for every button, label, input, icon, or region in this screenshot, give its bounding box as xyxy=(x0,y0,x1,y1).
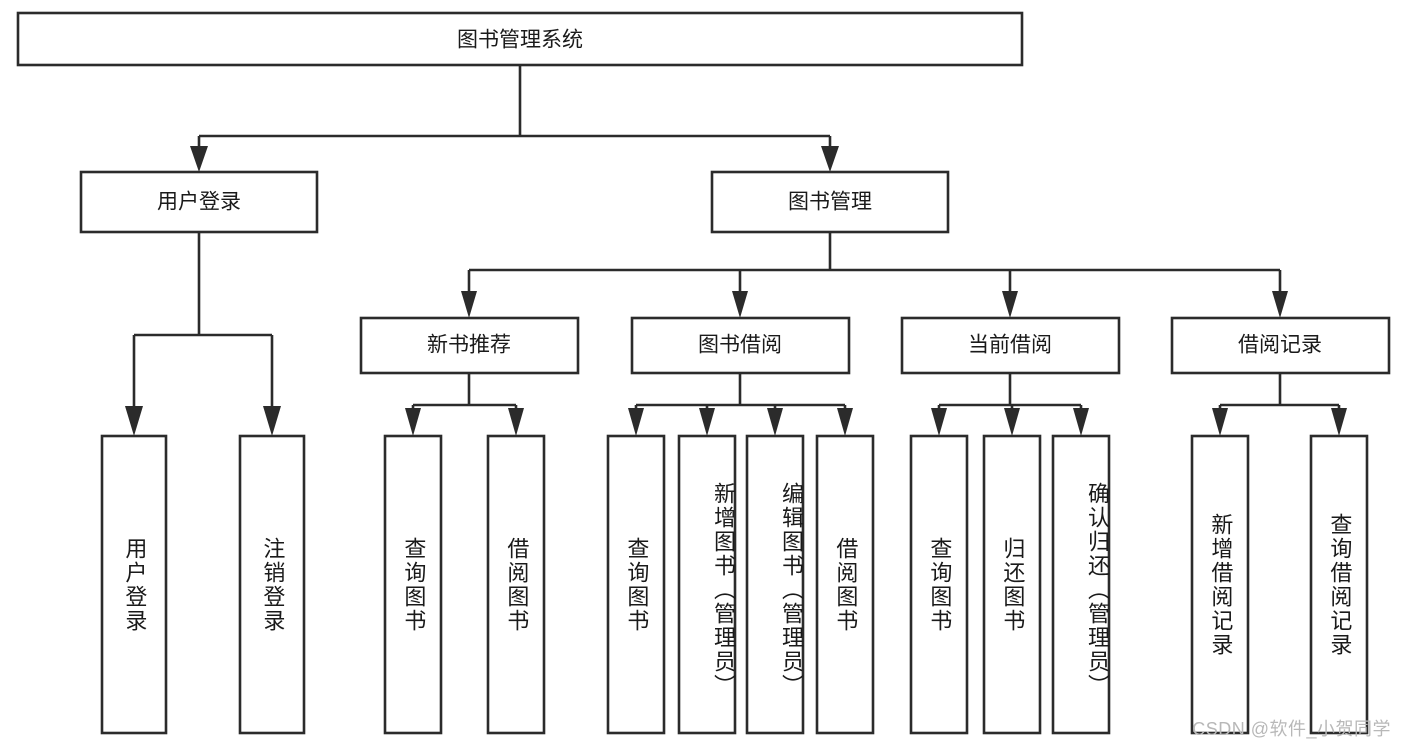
node-box-leaf-add-book[interactable] xyxy=(677,434,737,735)
arrow-head-leaf-borrow-book-2 xyxy=(837,408,853,436)
node-label-new-book: 新书推荐 xyxy=(427,334,511,357)
arrow-head-leaf-add-book xyxy=(699,408,715,436)
node-box-leaf-borrow-book-2[interactable] xyxy=(815,434,875,735)
node-box-current-borrow[interactable] xyxy=(900,316,1121,375)
arrow-head-book-manage xyxy=(821,146,839,172)
node-box-book-borrow[interactable] xyxy=(630,316,851,375)
leaf-label-query-book-1: 查询图书 xyxy=(401,536,427,633)
node-box-book-manage[interactable] xyxy=(710,170,950,234)
arrow-head-leaf-edit-book xyxy=(767,408,783,436)
arrow-head-leaf-add-record xyxy=(1212,408,1228,436)
node-label-root: 图书管理系统 xyxy=(457,29,583,52)
leaf-label-add-book: 新增图书（管理员） xyxy=(711,481,736,698)
node-box-leaf-query-book-3[interactable] xyxy=(909,434,969,735)
leaf-label-confirm-return: 确认归还（管理员） xyxy=(1085,481,1110,698)
arrow-head-current-borrow xyxy=(1002,291,1018,318)
node-label-borrow-record: 借阅记录 xyxy=(1238,334,1322,357)
node-box-new-book[interactable] xyxy=(359,316,580,375)
leaf-label-query-book-2: 查询图书 xyxy=(624,536,650,633)
node-box-borrow-record[interactable] xyxy=(1170,316,1391,375)
node-box-leaf-borrow-book-1[interactable] xyxy=(486,434,546,735)
arrow-head-borrow-record xyxy=(1272,291,1288,318)
leaf-label-add-record: 新增借阅记录 xyxy=(1208,512,1234,657)
arrow-head-leaf-return-book xyxy=(1004,408,1020,436)
node-label-book-borrow: 图书借阅 xyxy=(698,334,782,357)
arrow-head-leaf-query-book-1 xyxy=(405,408,421,436)
arrow-head-new-book xyxy=(461,291,477,318)
arrow-head-leaf-confirm-return xyxy=(1073,408,1089,436)
node-label-book-manage: 图书管理 xyxy=(788,191,872,214)
node-box-leaf-return-book[interactable] xyxy=(982,434,1042,735)
node-box-leaf-logout[interactable] xyxy=(238,434,306,735)
leaf-label-edit-book: 编辑图书（管理员） xyxy=(779,481,804,698)
node-box-leaf-query-book-1[interactable] xyxy=(383,434,443,735)
arrow-head-leaf-query-book-3 xyxy=(931,408,947,436)
leaf-label-query-book-3: 查询图书 xyxy=(927,536,953,633)
node-box-leaf-confirm-return[interactable] xyxy=(1051,434,1111,735)
leaf-label-borrow-book-2: 借阅图书 xyxy=(833,536,859,633)
leaf-label-return-book: 归还图书 xyxy=(1000,536,1026,633)
node-box-leaf-edit-book[interactable] xyxy=(745,434,805,735)
node-label-current-borrow: 当前借阅 xyxy=(968,334,1052,357)
arrow-head-leaf-query-book-2 xyxy=(628,408,644,436)
leaf-label-logout: 注销登录 xyxy=(260,536,286,633)
node-box-root[interactable] xyxy=(16,11,1024,67)
node-label-user-login: 用户登录 xyxy=(157,191,241,214)
arrow-head-user-login xyxy=(190,146,208,172)
arrow-head-leaf-query-record xyxy=(1331,408,1347,436)
leaf-label-borrow-book-1: 借阅图书 xyxy=(504,536,530,633)
arrow-head-leaf-borrow-book-1 xyxy=(508,408,524,436)
node-box-leaf-query-record[interactable] xyxy=(1309,434,1369,735)
arrow-head-book-borrow xyxy=(732,291,748,318)
leaf-label-query-record: 查询借阅记录 xyxy=(1327,512,1353,657)
leaf-label-user-login: 用户登录 xyxy=(122,536,148,633)
arrow-head-leaf-user-login xyxy=(125,406,143,436)
arrow-head-leaf-logout xyxy=(263,406,281,436)
